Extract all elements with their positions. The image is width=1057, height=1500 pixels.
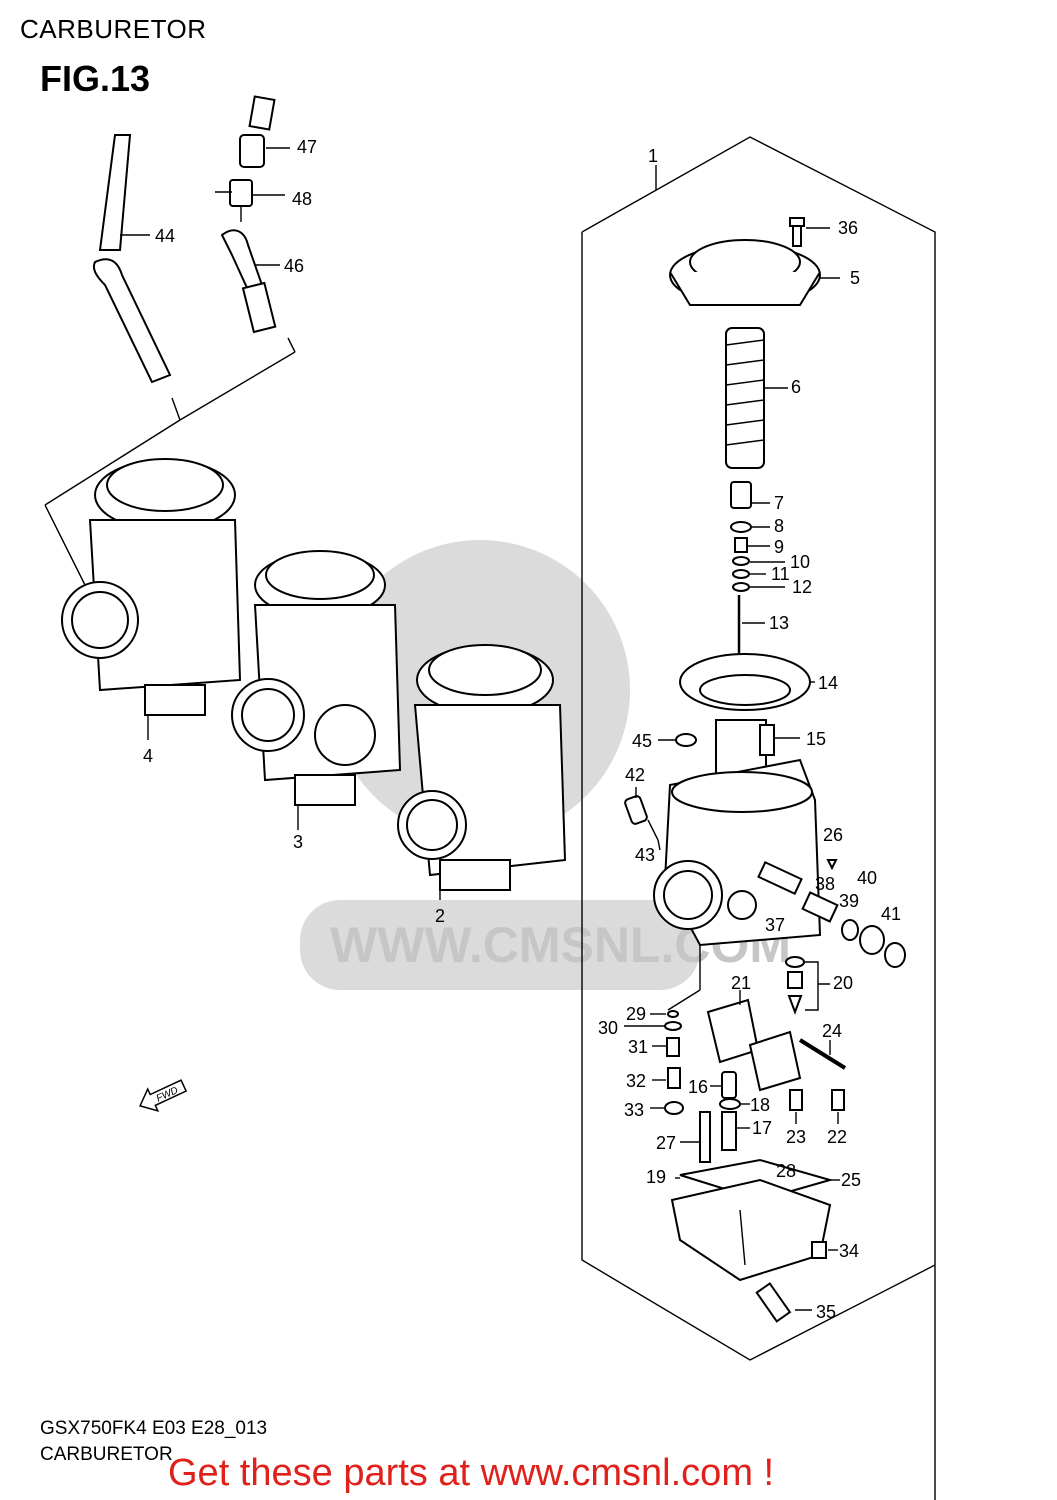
callout-14: 14	[818, 673, 838, 693]
callout-4: 4	[143, 746, 153, 766]
jets-16-19-27	[680, 1071, 750, 1163]
carburetor-body-main	[653, 758, 822, 1011]
callout-48: 48	[292, 189, 312, 209]
callout-2: 2	[435, 906, 445, 926]
callout-36: 36	[838, 218, 858, 238]
callout-15: 15	[806, 729, 826, 749]
callout-22: 22	[827, 1127, 847, 1147]
figure-label: FIG.13	[40, 58, 151, 99]
float-21	[706, 990, 802, 1092]
screw-36	[789, 217, 830, 247]
callout-43: 43	[635, 845, 655, 865]
callout-8: 8	[774, 516, 784, 536]
callout-17: 17	[752, 1118, 772, 1138]
callout-37: 37	[765, 915, 785, 935]
callout-20: 20	[833, 973, 853, 993]
carburetor-3	[231, 550, 402, 830]
callout-34: 34	[839, 1241, 859, 1261]
callout-33: 33	[624, 1100, 644, 1120]
carburetor-4	[61, 458, 242, 740]
model-code: GSX750FK4 E03 E28_013	[40, 1418, 268, 1439]
diaphragm-cover-5	[669, 239, 840, 306]
callout-25: 25	[841, 1170, 861, 1190]
jets-29-33	[624, 1010, 684, 1115]
callout-3: 3	[293, 832, 303, 852]
callout-28: 28	[776, 1161, 796, 1181]
forward-direction-arrow: FWD	[139, 1079, 188, 1112]
callout-44: 44	[155, 226, 175, 246]
hose-group-bracket	[44, 337, 296, 586]
carburetor-2	[397, 644, 567, 900]
callout-42: 42	[625, 765, 645, 785]
float-pin-24	[798, 1038, 847, 1070]
needle-parts-7-12	[730, 481, 785, 592]
callout-11: 11	[771, 564, 790, 584]
parts-link-banner[interactable]: Get these parts at www.cmsnl.com !	[168, 1452, 775, 1494]
cap-42-43	[624, 787, 661, 851]
callout-40: 40	[857, 868, 877, 888]
page-title: CARBURETOR	[20, 14, 207, 44]
callout-39: 39	[839, 891, 859, 911]
callout-29: 29	[626, 1004, 646, 1024]
callout-10: 10	[790, 552, 810, 572]
callout-16: 16	[688, 1077, 708, 1097]
screws-22-23	[789, 1089, 845, 1124]
callout-35: 35	[816, 1302, 836, 1322]
callout-30: 30	[598, 1018, 618, 1038]
hose-46-47-48	[215, 95, 290, 334]
callout-31: 31	[628, 1037, 648, 1057]
callout-46: 46	[284, 256, 304, 276]
callout-32: 32	[626, 1071, 646, 1091]
hose-44	[92, 134, 172, 384]
callout-6: 6	[791, 377, 801, 397]
spring-6	[725, 327, 788, 469]
callout-19: 19	[646, 1167, 666, 1187]
callout-12: 12	[792, 577, 812, 597]
callout-1: 1	[648, 146, 658, 166]
callout-9: 9	[774, 537, 784, 557]
callout-26: 26	[823, 825, 843, 845]
callout-21: 21	[731, 973, 751, 993]
fwd-label: FWD	[155, 1085, 180, 1105]
callout-47: 47	[297, 137, 317, 157]
callout-23: 23	[786, 1127, 806, 1147]
idle-screw-37-41	[757, 859, 906, 968]
callout-41: 41	[881, 904, 901, 924]
callout-27: 27	[656, 1133, 676, 1153]
assembly-group-outline	[581, 136, 936, 1500]
float-needle-20	[785, 956, 830, 1015]
callout-18: 18	[750, 1095, 770, 1115]
footer-caption: CARBURETOR	[40, 1444, 173, 1465]
o-ring-45	[658, 733, 697, 747]
diaphragm-14	[679, 653, 815, 711]
callout-45: 45	[632, 731, 652, 751]
callout-5: 5	[850, 268, 860, 288]
callout-labels: 1 2 3 4 5 6 7 8 9 10 11 12 13 14 15 16 1…	[143, 137, 901, 1322]
float-chamber-bowl	[670, 1178, 838, 1323]
callout-7: 7	[774, 493, 784, 513]
callout-13: 13	[769, 613, 789, 633]
callout-24: 24	[822, 1021, 842, 1041]
callout-38: 38	[815, 874, 835, 894]
